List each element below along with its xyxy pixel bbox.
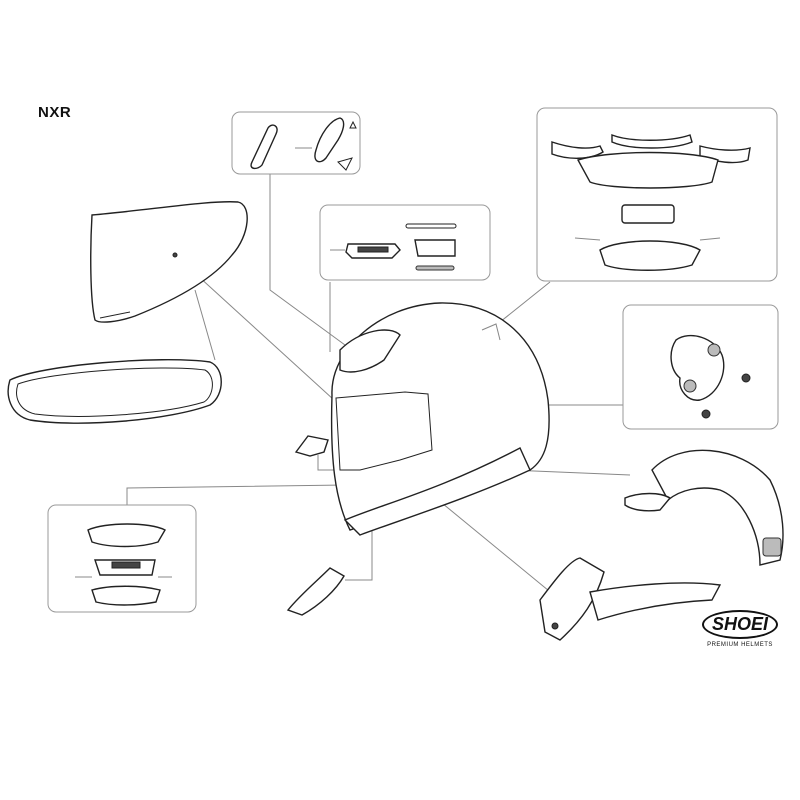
- interior-liner: [624, 449, 784, 566]
- brand-block: SHOEI PREMIUM HELMETS: [700, 610, 780, 648]
- chin-curtain: [286, 567, 345, 616]
- callout-box-top-vent: [319, 204, 491, 281]
- model-label: NXR: [38, 104, 72, 121]
- front-vent-part: [294, 435, 329, 457]
- helmet-shell: [330, 302, 550, 536]
- brand-tagline: PREMIUM HELMETS: [707, 642, 773, 648]
- brand-logo: SHOEI: [701, 610, 778, 639]
- rear-spoiler-parts: [551, 133, 751, 271]
- chin-vent-parts: [75, 523, 172, 606]
- base-plate-parts: [670, 335, 751, 419]
- cheek-pad: [539, 557, 722, 641]
- side-plate-parts: [250, 117, 357, 171]
- visor-shield: [90, 201, 248, 323]
- top-vent-parts: [330, 223, 457, 271]
